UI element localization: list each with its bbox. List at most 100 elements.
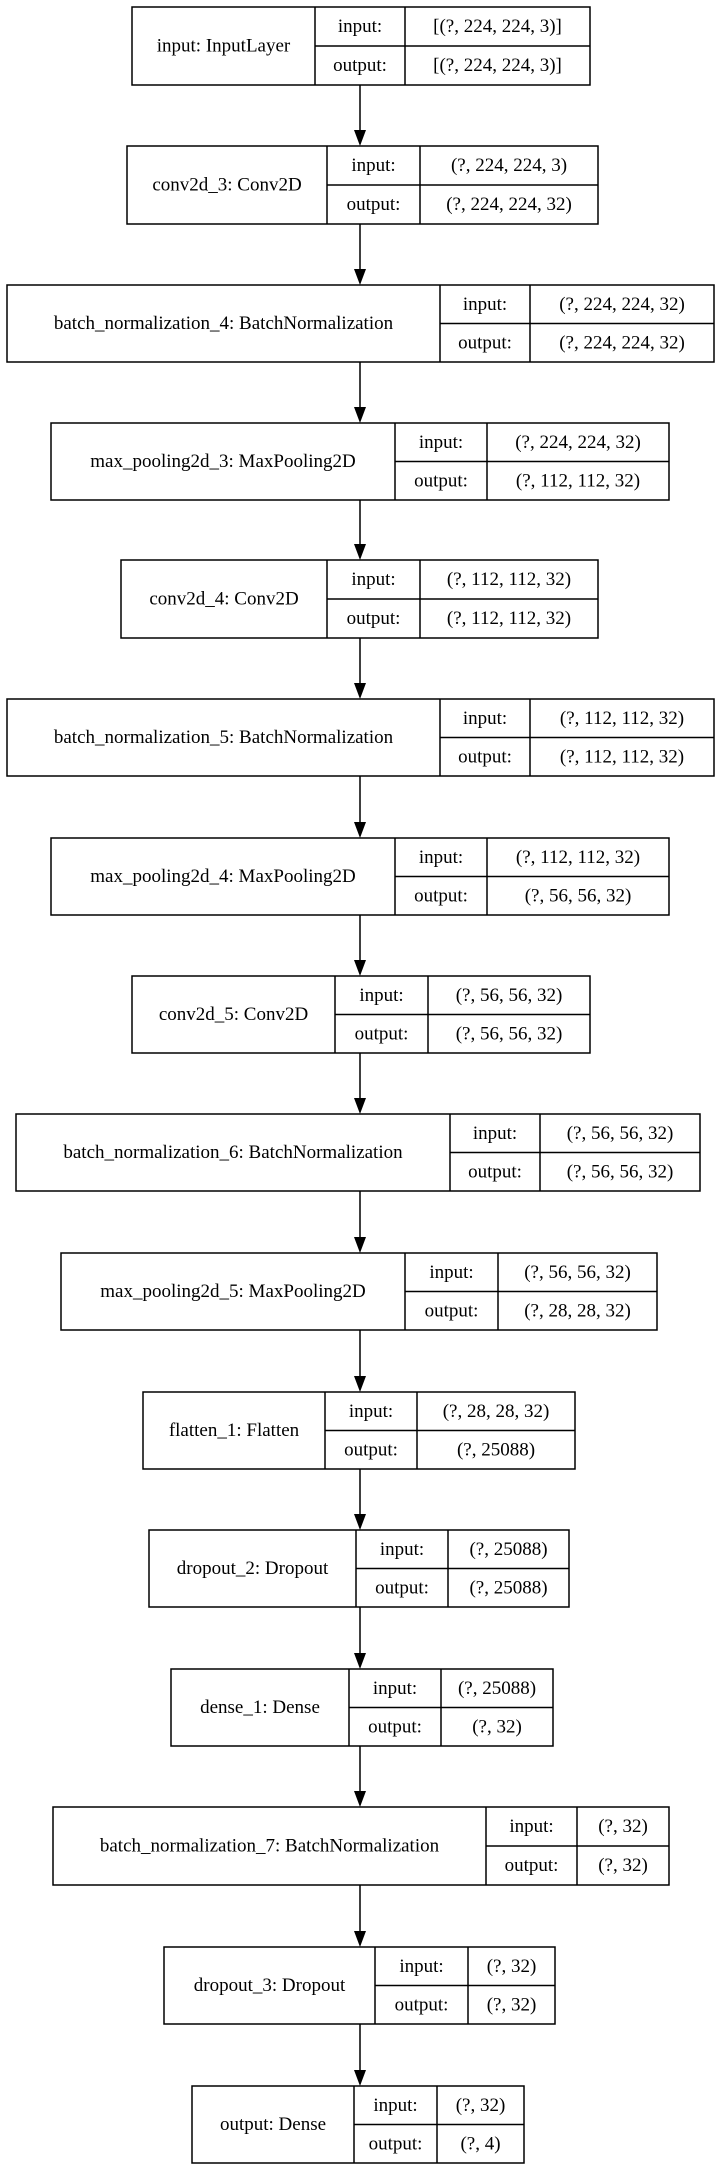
layer-name: conv2d_3: Conv2D <box>152 175 301 196</box>
layer-node: dropout_2: Dropout input: output: (?, 25088… <box>148 1529 570 1608</box>
output-label: output: <box>395 1994 449 2015</box>
input-shape: (?, 56, 56, 32) <box>456 985 563 1006</box>
output-label: output: <box>458 332 512 353</box>
connector-arrow <box>354 1191 366 1253</box>
arrow-head-icon <box>354 544 366 560</box>
output-label: output: <box>505 1855 559 1876</box>
input-shape: (?, 112, 112, 32) <box>516 847 640 868</box>
layer-node: flatten_1: Flatten input: output: (?, 28, 2… <box>142 1391 576 1470</box>
output-shape: (?, 112, 112, 32) <box>447 608 571 629</box>
output-shape: (?, 224, 224, 32) <box>559 332 685 353</box>
arrow-head-icon <box>354 130 366 146</box>
output-shape: (?, 25088) <box>457 1439 535 1460</box>
output-shape: (?, 224, 224, 32) <box>446 194 572 215</box>
connector-arrow <box>354 776 366 838</box>
input-shape: (?, 224, 224, 3) <box>451 155 567 176</box>
output-label: output: <box>344 1439 398 1460</box>
input-shape: (?, 56, 56, 32) <box>524 1262 631 1283</box>
input-shape: (?, 112, 112, 32) <box>447 569 571 590</box>
output-label: output: <box>347 194 401 215</box>
arrow-head-icon <box>354 269 366 285</box>
arrow-head-icon <box>354 407 366 423</box>
input-shape: (?, 25088) <box>469 1539 547 1560</box>
connector-arrow <box>354 1885 366 1947</box>
layer-name: batch_normalization_5: BatchNormalizatio… <box>54 727 394 748</box>
layer-name: batch_normalization_6: BatchNormalizatio… <box>63 1142 403 1163</box>
input-label: input: <box>349 1401 393 1422</box>
arrow-head-icon <box>354 683 366 699</box>
connector-arrow <box>354 362 366 423</box>
connector-arrow <box>354 85 366 146</box>
output-shape: (?, 32) <box>472 1716 522 1737</box>
output-shape: (?, 32) <box>598 1855 648 1876</box>
output-shape: (?, 25088) <box>469 1577 547 1598</box>
layer-node: batch_normalization_4: BatchNormalizatio… <box>6 284 715 363</box>
connector-arrow <box>354 915 366 976</box>
output-shape: (?, 56, 56, 32) <box>525 885 632 906</box>
arrow-head-icon <box>354 2070 366 2086</box>
input-label: input: <box>380 1539 424 1560</box>
input-shape: (?, 32) <box>598 1816 648 1837</box>
arrow-head-icon <box>354 822 366 838</box>
input-shape: (?, 28, 28, 32) <box>443 1401 550 1422</box>
arrow-head-icon <box>354 1237 366 1253</box>
arrow-head-icon <box>354 1098 366 1114</box>
input-label: input: <box>359 985 403 1006</box>
input-shape: (?, 224, 224, 32) <box>559 294 685 315</box>
layer-name: dropout_3: Dropout <box>194 1975 346 1996</box>
layer-name: flatten_1: Flatten <box>169 1420 300 1441</box>
output-shape: (?, 28, 28, 32) <box>524 1300 631 1321</box>
output-shape: (?, 112, 112, 32) <box>516 470 640 491</box>
output-shape: (?, 112, 112, 32) <box>560 746 684 767</box>
arrow-head-icon <box>354 960 366 976</box>
layer-name: batch_normalization_7: BatchNormalizatio… <box>100 1836 440 1857</box>
layer-name: dropout_2: Dropout <box>177 1558 329 1579</box>
input-label: input: <box>509 1816 553 1837</box>
arrow-head-icon <box>354 1791 366 1807</box>
layer-name: input: InputLayer <box>157 36 291 57</box>
input-shape: [(?, 224, 224, 3)] <box>433 16 562 37</box>
output-label: output: <box>375 1577 429 1598</box>
output-label: output: <box>458 746 512 767</box>
connector-arrow <box>354 1053 366 1114</box>
input-label: input: <box>419 432 463 453</box>
output-label: output: <box>414 885 468 906</box>
output-label: output: <box>425 1300 479 1321</box>
input-label: input: <box>463 294 507 315</box>
arrow-head-icon <box>354 1653 366 1669</box>
layer-node: max_pooling2d_3: MaxPooling2Dinput:outpu… <box>50 422 670 501</box>
arrow-head-icon <box>354 1931 366 1947</box>
input-label: input: <box>429 1262 473 1283</box>
layer-name: batch_normalization_4: BatchNormalizatio… <box>54 313 394 334</box>
connector-arrow <box>354 638 366 699</box>
arrow-head-icon <box>354 1514 366 1530</box>
output-shape: (?, 4) <box>460 2133 500 2154</box>
output-label: output: <box>369 2133 423 2154</box>
connector-arrow <box>354 224 366 285</box>
layer-name: conv2d_5: Conv2D <box>159 1004 308 1025</box>
input-label: input: <box>399 1956 443 1977</box>
arrow-head-icon <box>354 1376 366 1392</box>
input-shape: (?, 112, 112, 32) <box>560 708 684 729</box>
layer-node: max_pooling2d_4: MaxPooling2Dinput:outpu… <box>50 837 670 916</box>
output-shape: (?, 56, 56, 32) <box>456 1023 563 1044</box>
layer-name: max_pooling2d_3: MaxPooling2D <box>90 451 355 472</box>
input-label: input: <box>338 16 382 37</box>
input-label: input: <box>373 2095 417 2116</box>
input-shape: (?, 25088) <box>458 1678 536 1699</box>
layer-name: conv2d_4: Conv2D <box>149 589 298 610</box>
output-shape: (?, 32) <box>487 1994 537 2015</box>
connector-arrow <box>354 500 366 560</box>
connector-arrow <box>354 2024 366 2086</box>
connector-arrow <box>354 1746 366 1807</box>
input-shape: (?, 224, 224, 32) <box>515 432 641 453</box>
input-label: input: <box>351 569 395 590</box>
input-label: input: <box>373 1678 417 1699</box>
input-shape: (?, 56, 56, 32) <box>567 1123 674 1144</box>
